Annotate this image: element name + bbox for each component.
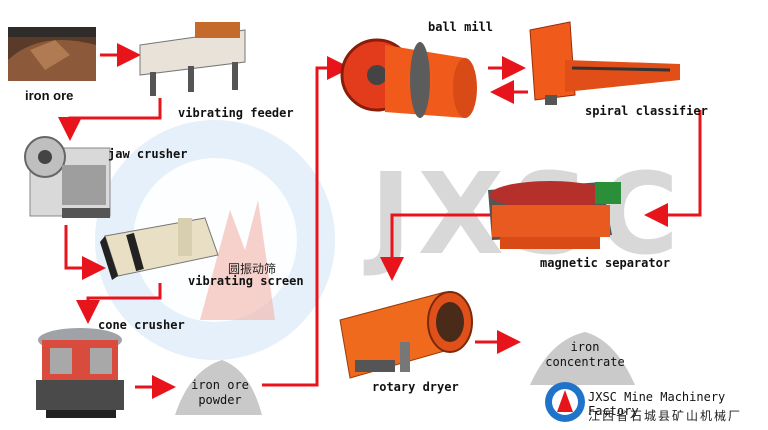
label-vibrating-feeder: vibrating feeder [178, 106, 294, 120]
label-vibrating-screen: vibrating screen [188, 274, 304, 288]
iron-ore-powder-pile [175, 360, 262, 415]
brand-name-cn: 江西省石城县矿山机械厂 [588, 409, 743, 423]
jaw-crusher-image [24, 136, 111, 218]
rotary-dryer-image [339, 291, 473, 379]
brand-logo-icon [545, 382, 585, 422]
spiral-classifier-image [529, 21, 680, 105]
label-iron-ore-powder: iron ore powder [180, 378, 260, 408]
iron-concentrate-pile [530, 332, 635, 385]
iron-ore-image [8, 27, 96, 81]
label-magnetic-separator: magnetic separator [540, 256, 671, 270]
brand-name: JXSC Mine Machinery Factory [588, 390, 726, 418]
label-iron-concentrate-line1: iron [570, 340, 600, 354]
ball-mill-image [340, 38, 477, 118]
label-vibrating-screen-cn: 圆振动筛 [228, 262, 277, 276]
label-cone-crusher: cone crusher [98, 318, 185, 332]
label-jaw-crusher: jaw crusher [108, 147, 188, 161]
label-iron-ore: iron ore [25, 88, 74, 103]
vibrating-feeder-image [139, 22, 246, 96]
magnetic-separator-image [488, 181, 621, 249]
label-rotary-dryer: rotary dryer [372, 380, 459, 394]
label-iron-concentrate-line2: concentrate [545, 355, 625, 369]
label-iron-concentrate: iron concentrate [540, 340, 630, 370]
label-iron-ore-powder-line1: iron ore [191, 378, 249, 392]
cone-crusher-image [36, 328, 124, 418]
label-iron-ore-powder-line2: powder [198, 393, 242, 407]
label-ball-mill: ball mill [428, 20, 494, 34]
vibrating-screen-image [100, 217, 219, 280]
label-spiral-classifier: spiral classifier [585, 104, 708, 118]
